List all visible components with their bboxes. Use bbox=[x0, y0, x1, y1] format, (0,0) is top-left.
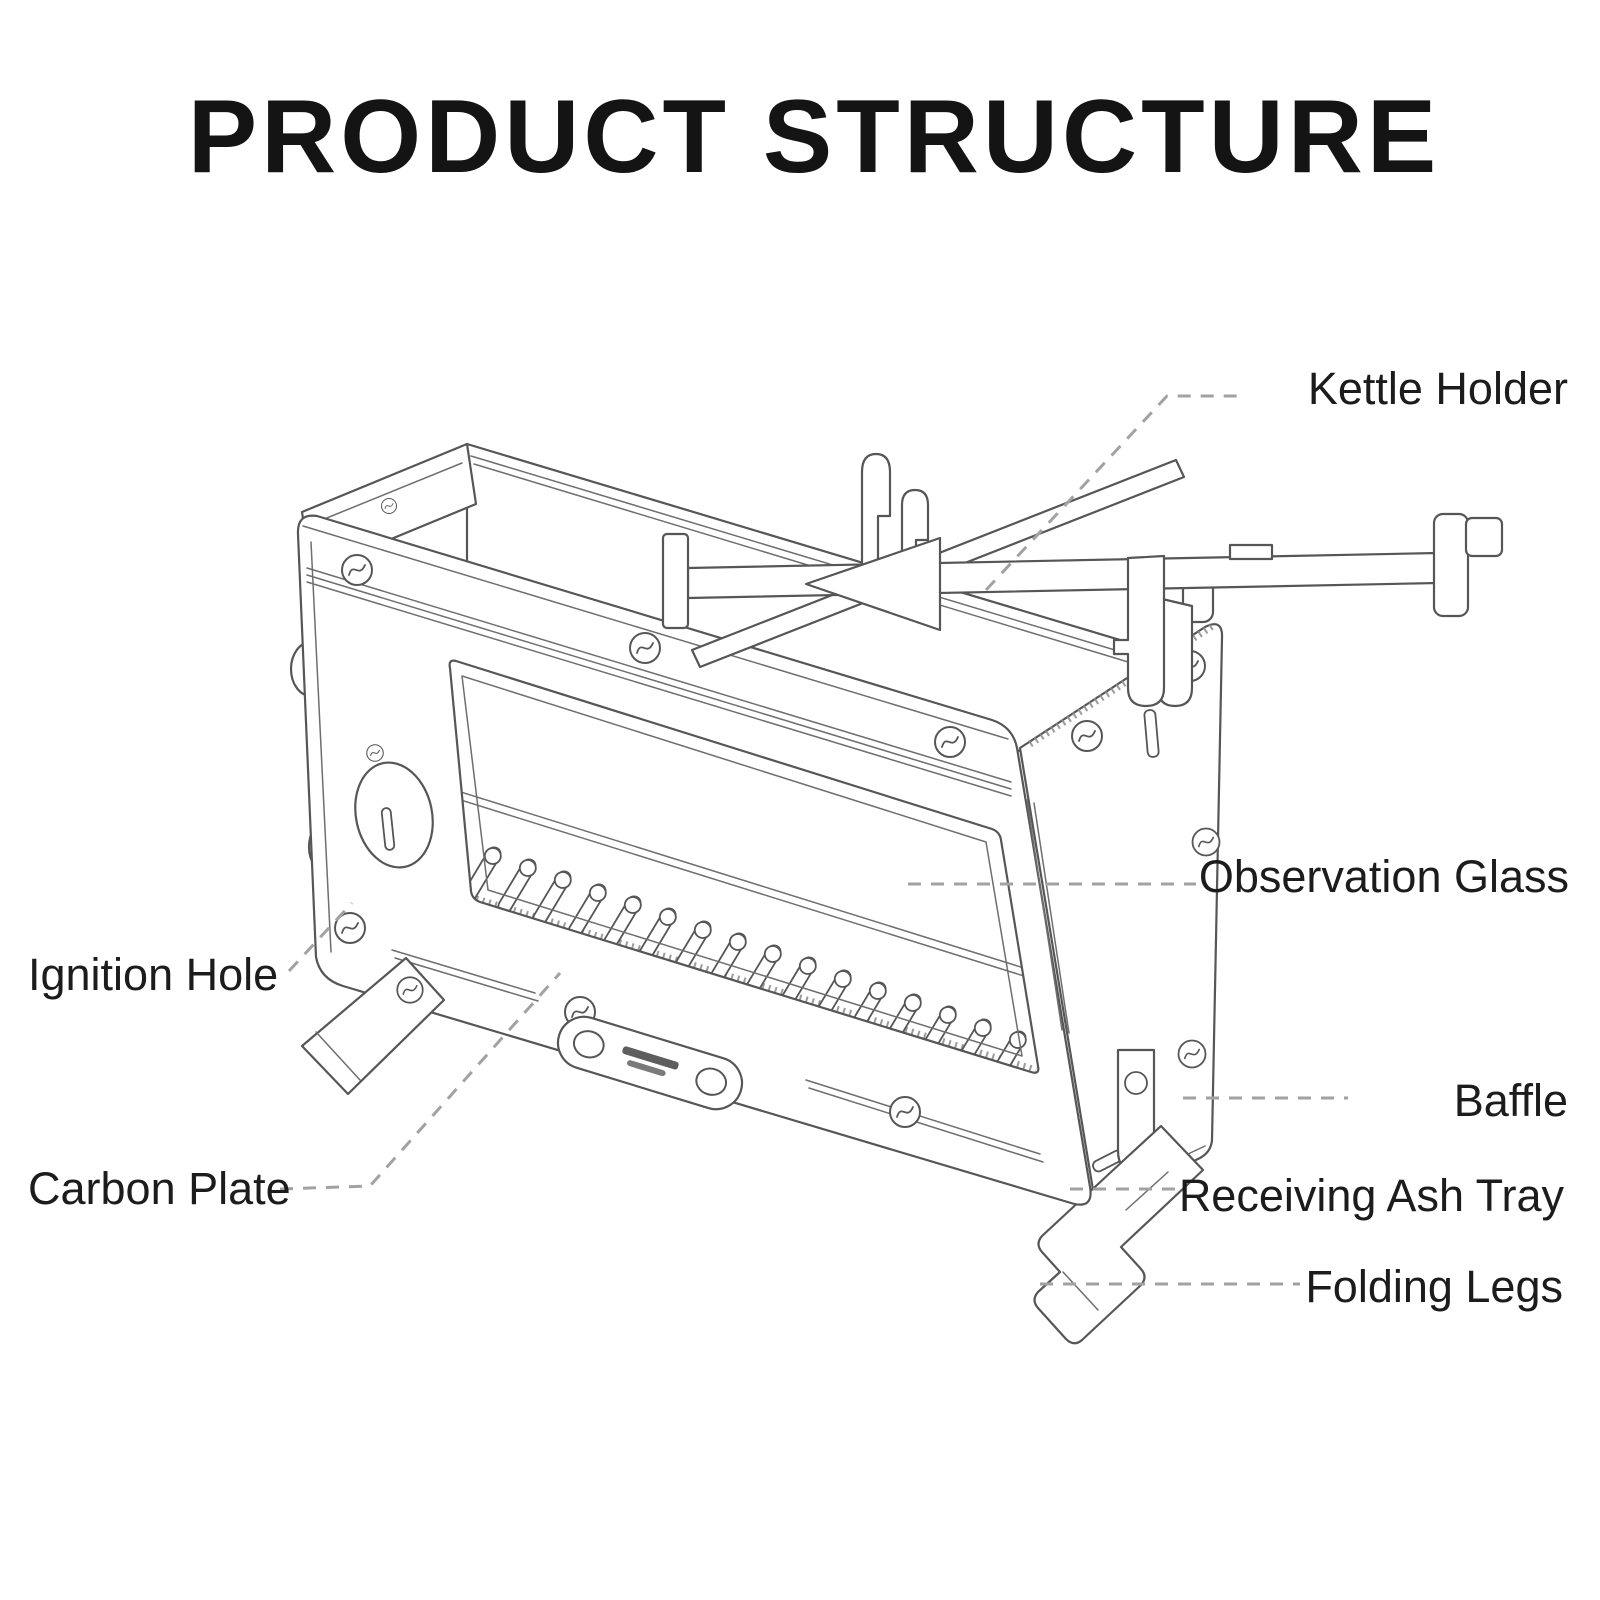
label-receiving-ash-tray: Receiving Ash Tray bbox=[1178, 1170, 1564, 1221]
page-title: PRODUCT STRUCTURE bbox=[187, 79, 1441, 195]
label-observation-glass: Observation Glass bbox=[1198, 851, 1569, 902]
right-folding-leg bbox=[1033, 1124, 1205, 1345]
front-frame bbox=[289, 514, 1092, 1206]
kettle-holder-bars bbox=[661, 452, 1504, 708]
ignition-hole-mark bbox=[354, 761, 434, 869]
observation-window bbox=[461, 675, 1023, 1057]
label-kettle-holder: Kettle Holder bbox=[1307, 363, 1568, 414]
front-left-folding-leg bbox=[300, 956, 446, 1096]
label-ignition-hole: Ignition Hole bbox=[28, 949, 279, 1000]
bottom-logo-plate bbox=[556, 1015, 744, 1111]
stove-interior bbox=[448, 787, 1040, 1075]
leader-carbon-plate bbox=[279, 972, 562, 1191]
label-folding-legs: Folding Legs bbox=[1305, 1261, 1563, 1312]
leader-ignition-hole bbox=[287, 901, 354, 973]
label-carbon-plate: Carbon Plate bbox=[28, 1163, 291, 1214]
label-baffle: Baffle bbox=[1453, 1075, 1568, 1126]
leader-kettle-holder bbox=[984, 394, 1243, 592]
leader-lines bbox=[279, 394, 1348, 1286]
brand-logo-mark bbox=[622, 1046, 679, 1070]
